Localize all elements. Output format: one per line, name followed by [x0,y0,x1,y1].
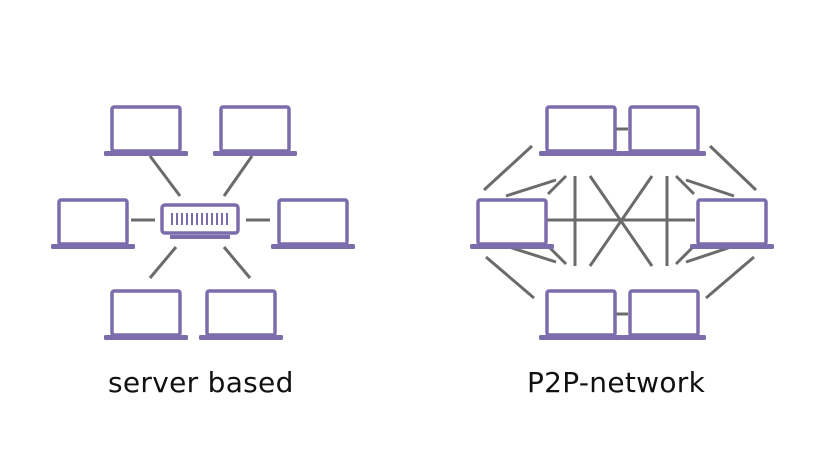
connection-line [485,255,535,300]
caption-server-based: server based [108,366,294,399]
connection-line [674,244,696,266]
laptop-base [199,335,283,340]
laptop-icon-p2p-top-left [539,105,623,156]
laptop-base [622,151,706,156]
device-icons [51,105,774,340]
laptop-icon-top-right [213,105,297,156]
laptop-screen [545,289,617,337]
laptop-screen [545,105,617,153]
laptop-base [622,335,706,340]
laptop-icon-p2p-right [690,198,774,249]
connection-line [546,174,568,196]
laptop-icon-p2p-left [470,198,554,249]
connection-line [148,246,178,279]
laptop-base [213,151,297,156]
laptop-screen [628,289,700,337]
switch-stand [170,235,230,239]
laptop-icon-bottom-right [199,289,283,340]
laptop-screen [110,105,182,153]
laptop-icon-p2p-bottom-left [539,289,623,340]
laptop-icon-bottom-left [104,289,188,340]
laptop-screen [205,289,277,337]
laptop-screen [57,198,129,246]
laptop-icon-top-left [104,105,188,156]
connection-lines [131,127,758,316]
laptop-base [104,151,188,156]
connection-line [685,178,735,198]
laptop-base [271,244,355,249]
connection-line [588,175,654,267]
laptop-screen [110,289,182,337]
connection-line [505,178,557,198]
laptop-base [539,335,623,340]
laptop-screen [219,105,291,153]
caption-p2p-network: P2P-network [527,366,706,399]
laptop-icon-p2p-top-right [622,105,706,156]
laptop-base [104,335,188,340]
connection-line [148,155,182,197]
laptop-screen [628,105,700,153]
laptop-icon-p2p-bottom-right [622,289,706,340]
laptop-base [539,151,623,156]
laptop-icon-right [271,198,355,249]
connection-line [705,255,755,300]
connection-line [708,144,758,192]
connection-line [222,246,252,279]
connection-line [674,174,696,196]
laptop-screen [696,198,768,246]
connection-line [222,155,254,197]
switch-icon [160,203,240,239]
laptop-base [51,244,135,249]
connection-line [482,144,534,192]
laptop-base [690,244,774,249]
laptop-screen [277,198,349,246]
switch-body [160,203,240,235]
laptop-screen [476,198,548,246]
laptop-icon-left [51,198,135,249]
laptop-base [470,244,554,249]
